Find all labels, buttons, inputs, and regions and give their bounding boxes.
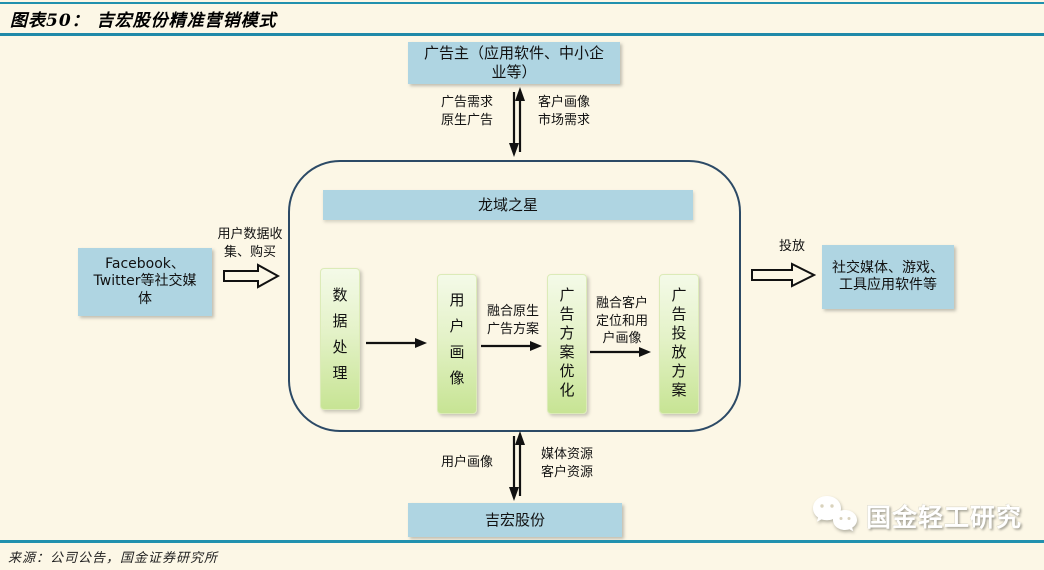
arrow-step1-to-step2-icon bbox=[366, 338, 427, 348]
node-platform-longyu: 龙域之星 bbox=[323, 190, 693, 220]
step-ad-plan-optimization: 广告方案优化 bbox=[547, 274, 587, 414]
block-arrow-collect-icon bbox=[223, 263, 280, 289]
label-merge-native-ads: 融合原生 广告方案 bbox=[486, 304, 539, 337]
node-advertiser: 广告主（应用软件、中小企 业等） bbox=[408, 42, 620, 84]
label-merge-customer-positioning: 融合客户 定位和用 户画像 bbox=[595, 296, 648, 347]
step-ad-delivery-plan: 广告投放方案 bbox=[659, 274, 699, 414]
arrow-step3-to-step4-icon bbox=[590, 347, 651, 357]
bottom-accent-rule bbox=[0, 540, 1044, 543]
title-underline-rule bbox=[0, 33, 1044, 36]
label-user-data-collect: 用户数据收 集、购买 bbox=[217, 227, 283, 260]
node-jihong: 吉宏股份 bbox=[408, 503, 622, 537]
arrow-step2-to-step3-icon bbox=[481, 341, 542, 351]
node-media-output: 社交媒体、游戏、 工具应用软件等 bbox=[822, 245, 954, 309]
brand-name: 国金轻工研究 bbox=[866, 503, 1023, 532]
double-arrow-bottom-icon bbox=[509, 431, 525, 501]
figure-title: 图表50： 吉宏股份精准营销模式 bbox=[10, 11, 277, 31]
brand-watermark: 国金轻工研究 bbox=[812, 492, 1034, 540]
wechat-bubbles-icon bbox=[813, 496, 857, 532]
label-customer-profile-up: 客户画像 市场需求 bbox=[537, 95, 590, 128]
block-arrow-deploy-icon bbox=[751, 262, 816, 288]
label-user-profile-down: 用户画像 bbox=[440, 455, 493, 470]
label-ad-demand: 广告需求 原生广告 bbox=[440, 95, 493, 128]
step-user-profile: 用户画像 bbox=[437, 274, 477, 414]
label-deploy: 投放 bbox=[778, 239, 805, 254]
node-facebook-twitter: Facebook、 Twitter等社交媒 体 bbox=[78, 248, 212, 316]
platform-container bbox=[288, 160, 741, 432]
label-media-customer-resources: 媒体资源 客户资源 bbox=[540, 447, 593, 480]
top-accent-rule bbox=[0, 2, 1044, 4]
step-data-processing: 数据处理 bbox=[320, 268, 360, 410]
source-note: 来源：公司公告，国金证券研究所 bbox=[8, 551, 219, 566]
double-arrow-top-icon bbox=[509, 87, 525, 157]
